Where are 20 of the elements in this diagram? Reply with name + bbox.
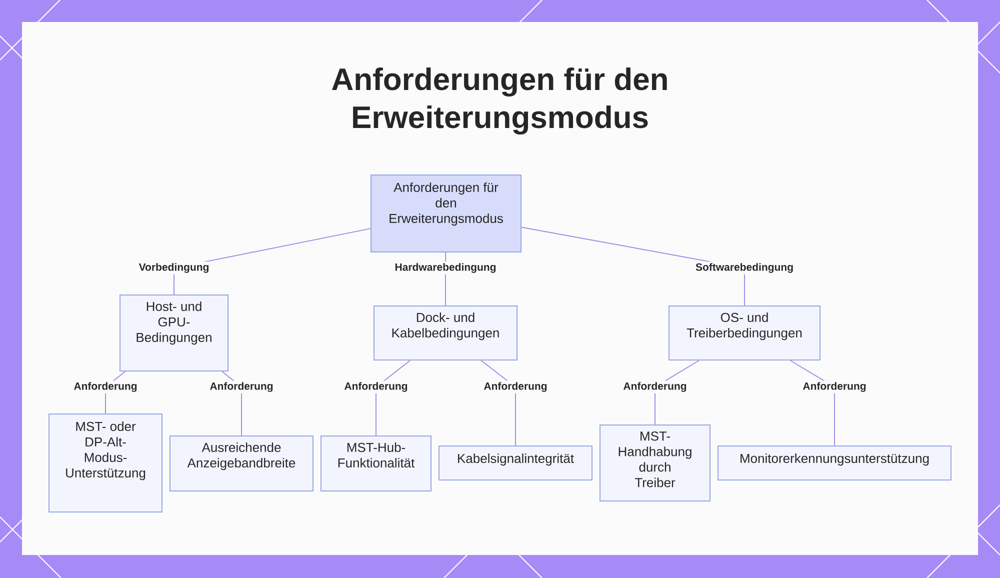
edge-label: Anforderung	[801, 380, 868, 394]
requirement-box: Ausreichende Anzeigebandbreite	[170, 436, 314, 492]
requirement-box: Kabelsignalintegrität	[438, 446, 592, 480]
requirement-box: Monitorerkennungsunterstützung	[718, 446, 952, 480]
root-box: Anforderungen für den Erweiterungsmodus	[370, 174, 522, 252]
edge-label: Anforderung	[482, 380, 549, 394]
category-box: Host- und GPU-Bedingungen	[120, 294, 228, 372]
requirement-box: MST- oder DP-Alt-Modus-Unterstützung	[48, 414, 162, 512]
category-box: Dock- und Kabelbedingungen	[374, 306, 518, 360]
edge-label: Anforderung	[342, 380, 410, 394]
requirement-box: MST-Hub-Funktionalität	[320, 436, 432, 492]
title: Anforderungen für den Erweiterungsmodus	[332, 67, 667, 135]
edge-label: Anforderung	[72, 380, 139, 394]
category-box: OS- und Treiberbedingungen	[668, 306, 820, 360]
edge-label: Anforderung	[208, 380, 275, 394]
requirement-box: MST-Handhabung durch Treiber	[600, 424, 710, 502]
edge-label: Softwarebedingung	[694, 262, 795, 274]
edge-label: Hardwarebedingung	[393, 262, 498, 274]
edge-label: Vorbedingung	[137, 262, 211, 274]
edge-label: Anforderung	[622, 380, 688, 394]
